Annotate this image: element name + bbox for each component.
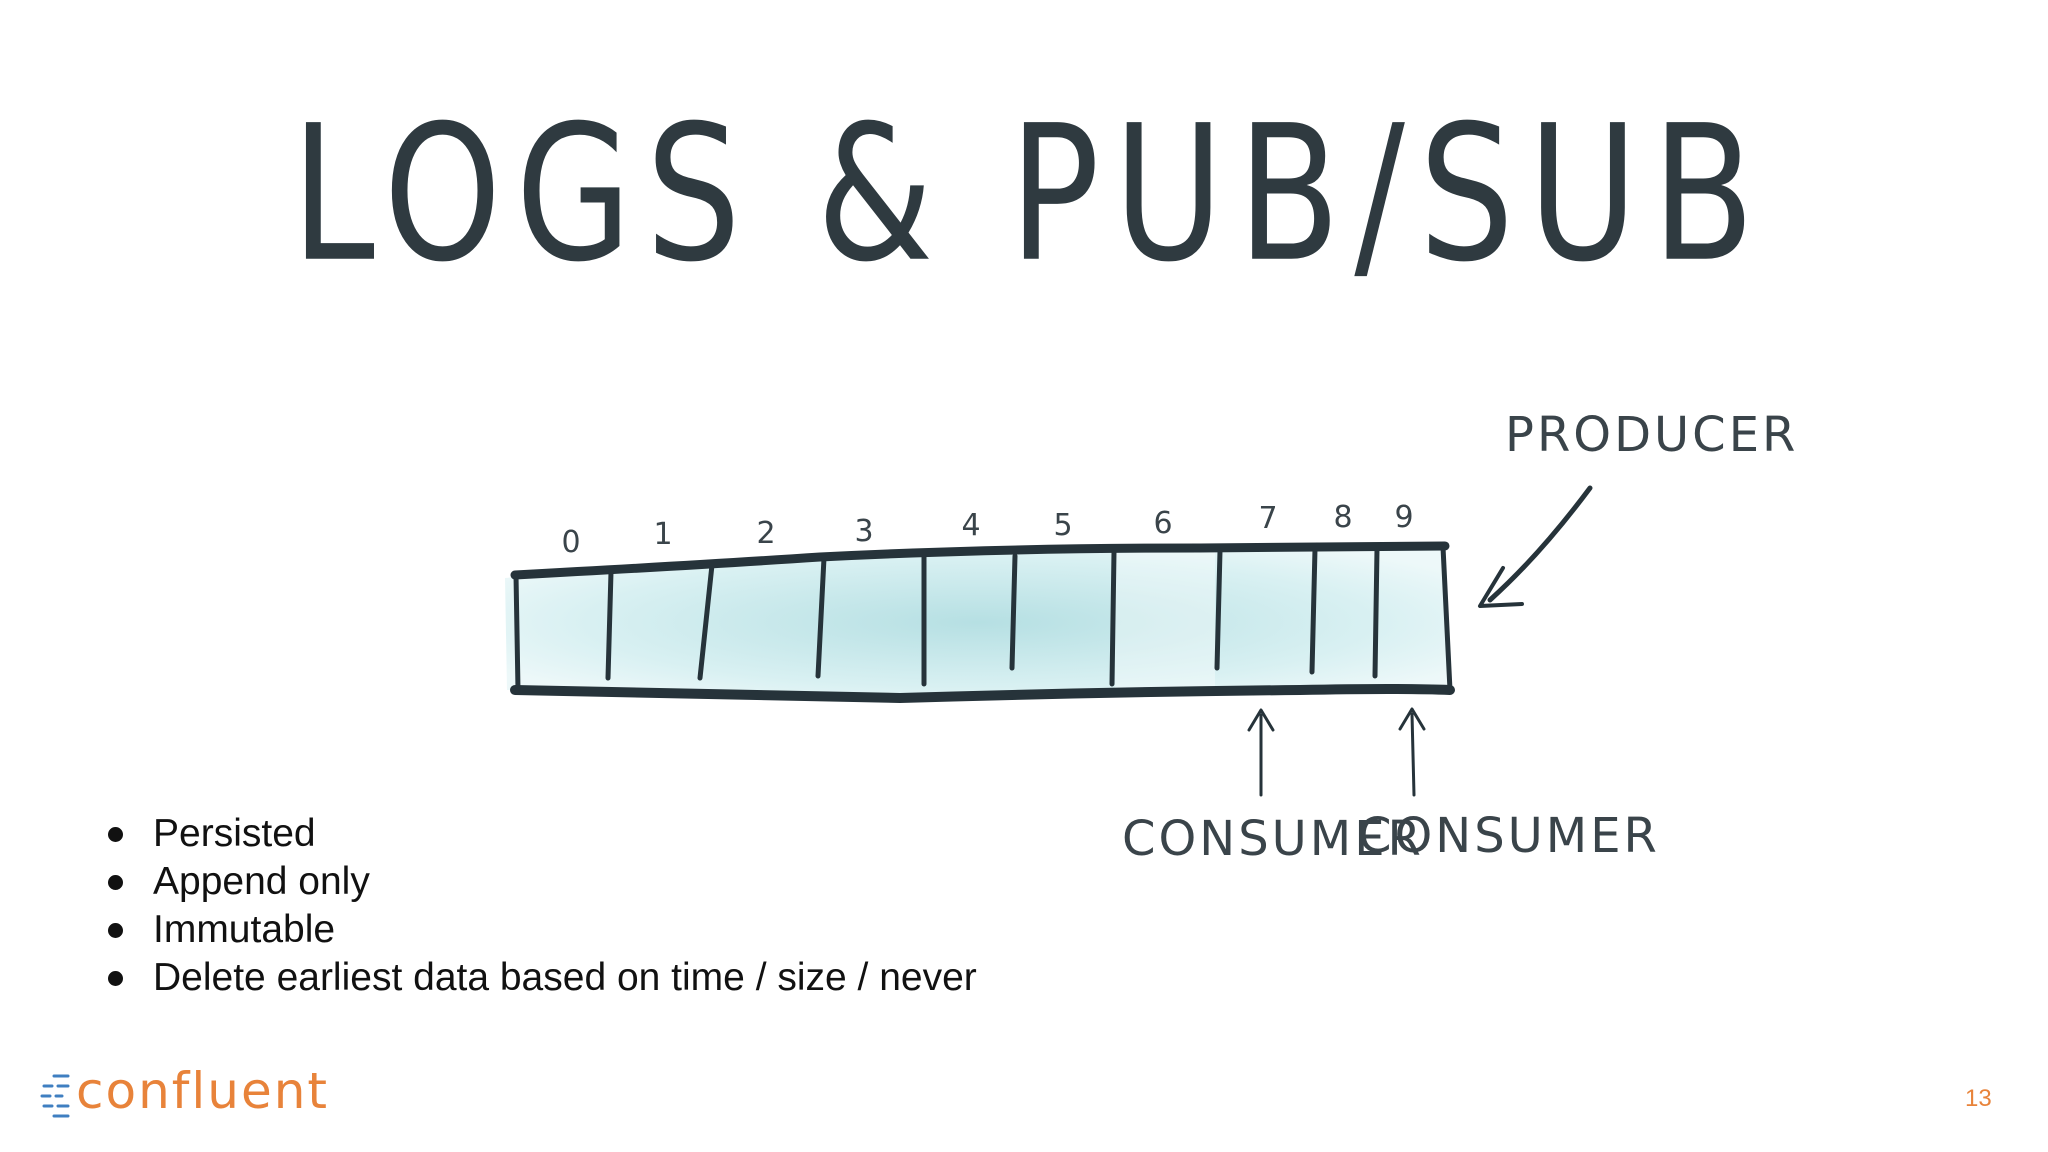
offset-label: 0 — [561, 525, 580, 560]
log-dividers — [605, 546, 1380, 687]
log-top-edge — [510, 541, 1450, 580]
offset-label: 7 — [1258, 501, 1277, 536]
offset-label: 9 — [1394, 500, 1413, 535]
log-divider — [1109, 549, 1117, 687]
log-left-edge — [513, 572, 521, 693]
offset-label: 3 — [854, 514, 873, 549]
producer-arrow — [1487, 485, 1593, 603]
log-divider — [1309, 546, 1318, 675]
bullet-item: Persisted — [100, 810, 977, 858]
consumer-label: CONSUMER — [1358, 808, 1660, 864]
producer-label: PRODUCER — [1505, 407, 1798, 463]
log-divider — [605, 569, 614, 681]
log-segment-fill — [1115, 552, 1215, 692]
page-number: 13 — [1965, 1085, 1992, 1112]
log-divider — [1214, 548, 1223, 671]
log-bottom-edge — [510, 684, 1455, 703]
offset-label: 5 — [1053, 508, 1072, 543]
log-right-edge — [1440, 544, 1453, 693]
slide-title: LOGS & PUB/SUB — [291, 85, 1769, 304]
offset-label: 6 — [1153, 506, 1172, 541]
confluent-mark-icon — [40, 1074, 70, 1118]
bullet-item: Append only — [100, 858, 977, 906]
log-divider — [1372, 546, 1380, 679]
producer-arrowhead — [1478, 566, 1524, 608]
log-divider — [1009, 553, 1018, 671]
offset-label: 8 — [1333, 500, 1352, 535]
bullet-list: Persisted Append only Immutable Delete e… — [100, 810, 977, 1002]
confluent-logo: confluent — [40, 1062, 327, 1124]
consumer-label: CONSUMER — [1122, 811, 1424, 867]
offset-labels: 0 1 2 3 4 5 6 7 8 9 — [561, 500, 1413, 560]
consumer-arrow — [1247, 708, 1275, 797]
log-divider — [697, 562, 715, 681]
bullet-item: Delete earliest data based on time / siz… — [100, 954, 977, 1002]
offset-label: 1 — [653, 517, 672, 552]
bullet-item: Immutable — [100, 906, 977, 954]
offset-label: 4 — [961, 508, 980, 543]
log-divider — [815, 555, 827, 679]
offset-label: 2 — [756, 516, 775, 551]
logo-text: confluent — [76, 1062, 330, 1120]
consumer-arrow — [1398, 707, 1426, 797]
